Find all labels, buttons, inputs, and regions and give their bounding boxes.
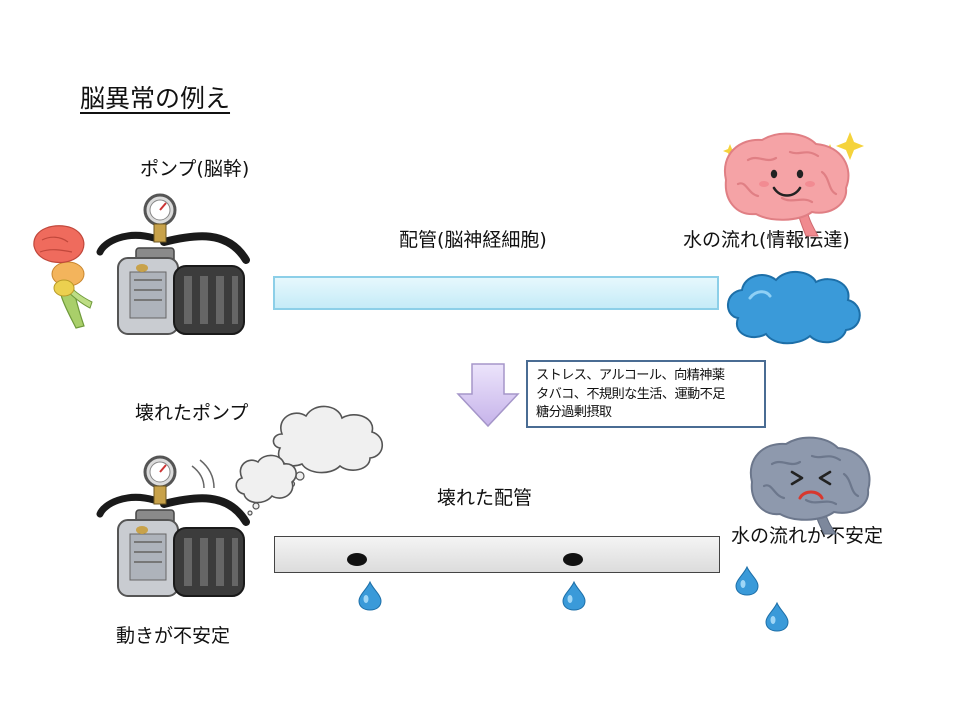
smoke-cloud-icon — [235, 405, 384, 516]
cause-text-box: ストレス、アルコール、向精神薬 タバコ、不規則な生活、運動不足 糖分過剰摂取 — [526, 360, 766, 428]
broken-pump-icon — [96, 455, 250, 597]
pipe-label: 配管(脳神経細胞) — [399, 229, 547, 251]
unstable-water-label: 水の流れが不安定 — [731, 525, 884, 547]
pipe-hole — [347, 553, 367, 566]
unstable-pump-label: 動きが不安定 — [116, 625, 231, 647]
water-drop-icon — [562, 580, 586, 611]
water-drop-icon — [735, 565, 759, 596]
brainstem-icon — [33, 225, 93, 329]
happy-brain-icon — [723, 132, 864, 237]
water-drop-icon — [358, 580, 382, 611]
sad-brain-icon — [749, 436, 871, 535]
water-flow-cloud-icon — [727, 271, 861, 345]
pump-label: ポンプ(脳幹) — [140, 158, 250, 180]
broken-pipe — [274, 536, 720, 573]
broken-pipe-label: 壊れた配管 — [437, 487, 533, 509]
cause-line: ストレス、アルコール、向精神薬 — [536, 368, 725, 383]
vacuum-pump-icon — [96, 193, 250, 335]
page-title: 脳異常の例え — [80, 84, 231, 113]
healthy-pipe — [273, 276, 719, 310]
pipe-hole — [563, 553, 583, 566]
cause-line: 糖分過剰摂取 — [536, 405, 612, 420]
down-arrow-icon — [456, 363, 520, 428]
cause-line: タバコ、不規則な生活、運動不足 — [536, 386, 725, 402]
broken-pump-label: 壊れたポンプ — [135, 402, 249, 424]
water-drop-icon — [765, 601, 789, 632]
